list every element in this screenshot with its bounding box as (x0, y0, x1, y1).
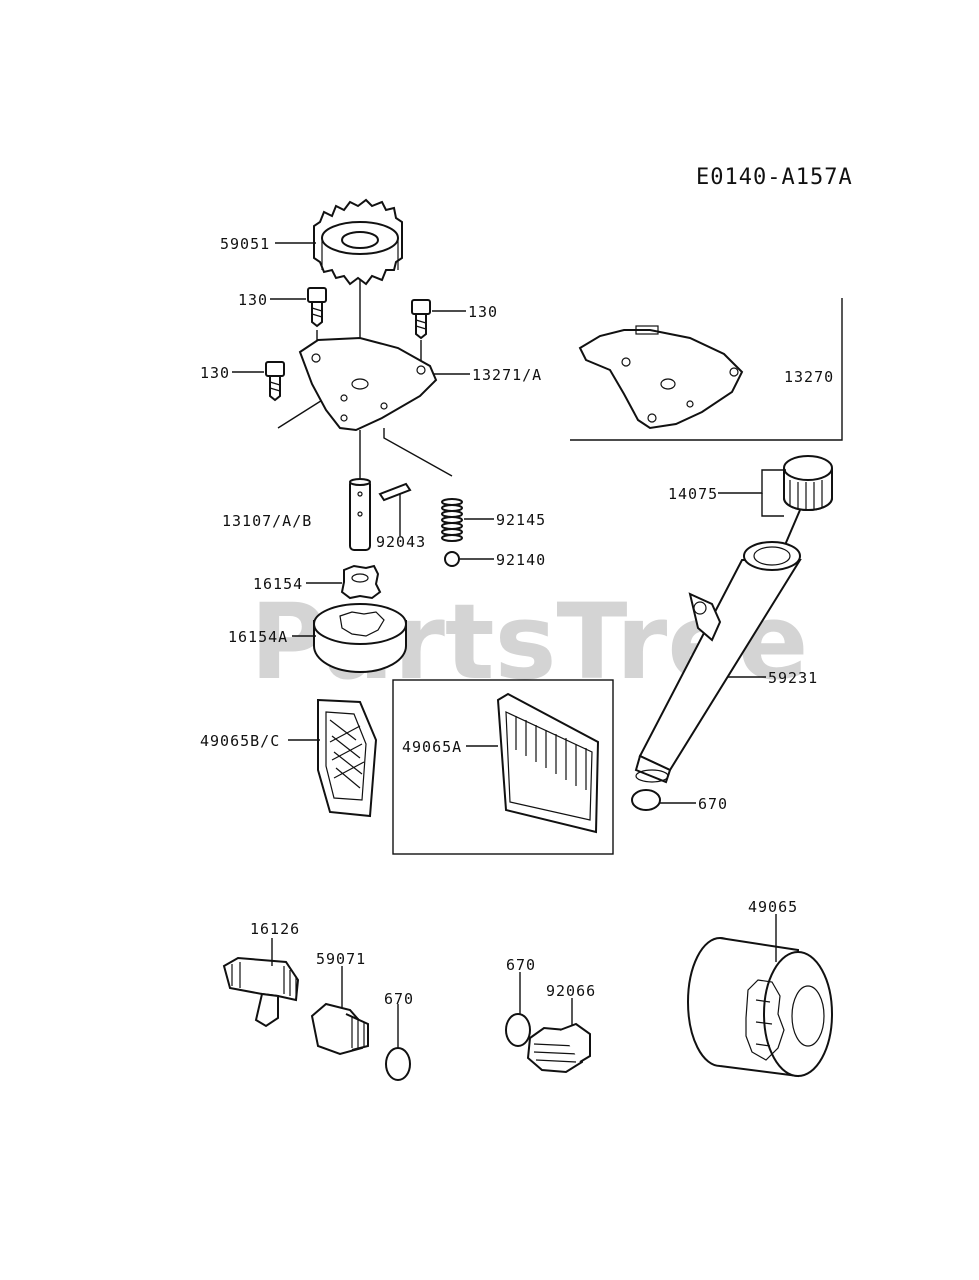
part-670-o-ring-a[interactable] (631, 789, 661, 811)
part-670-o-ring-c[interactable] (505, 1013, 531, 1047)
part-13271A-pump-cover[interactable] (298, 336, 438, 432)
part-92145-spring[interactable] (441, 498, 463, 542)
part-92066-drain-plug[interactable] (526, 1022, 591, 1074)
label-92145: 92145 (496, 511, 546, 529)
diagram-code: E0140-A157A (696, 165, 853, 190)
part-49065-oil-filter[interactable] (687, 937, 833, 1078)
part-670-o-ring-b[interactable] (385, 1047, 411, 1081)
part-59231-filler-tube[interactable] (634, 541, 802, 784)
label-16154A: 16154A (228, 628, 288, 646)
label-130-a: 130 (238, 291, 268, 309)
label-130-b: 130 (468, 303, 498, 321)
part-16154-inner-rotor[interactable] (340, 564, 382, 600)
box-49065A (392, 679, 614, 855)
part-92140-ball[interactable] (444, 551, 460, 567)
part-59071-sensor[interactable] (310, 1002, 369, 1056)
part-49065BC-strainer[interactable] (317, 698, 378, 818)
label-14075: 14075 (668, 485, 718, 503)
part-14075-filler-cap[interactable] (781, 455, 833, 553)
label-49065: 49065 (748, 898, 798, 916)
label-670-a: 670 (698, 795, 728, 813)
label-130-c: 130 (200, 364, 230, 382)
label-92043: 92043 (376, 533, 426, 551)
label-16154: 16154 (253, 575, 303, 593)
label-670-b: 670 (384, 990, 414, 1008)
label-59051: 59051 (220, 235, 270, 253)
part-13270-cover[interactable] (578, 325, 744, 430)
label-92140: 92140 (496, 551, 546, 569)
label-49065BC: 49065B/C (200, 732, 280, 750)
part-92043-pin[interactable] (378, 482, 412, 502)
part-130-bolt-b[interactable] (411, 299, 431, 340)
part-16154A-outer-rotor[interactable] (313, 603, 407, 673)
part-13107-shaft[interactable] (349, 478, 371, 551)
part-49065A-strainer[interactable] (496, 692, 600, 834)
label-49065A: 49065A (402, 738, 462, 756)
label-13270: 13270 (784, 368, 834, 386)
label-13107AB: 13107/A/B (222, 512, 312, 530)
label-59071: 59071 (316, 950, 366, 968)
label-16126: 16126 (250, 920, 300, 938)
part-16126-fitting[interactable] (222, 956, 300, 1028)
label-59231: 59231 (768, 669, 818, 687)
label-92066: 92066 (546, 982, 596, 1000)
label-670-c: 670 (506, 956, 536, 974)
part-59051-gear[interactable] (313, 198, 403, 286)
part-130-bolt-c[interactable] (265, 361, 285, 402)
label-13271A: 13271/A (472, 366, 542, 384)
part-130-bolt-a[interactable] (307, 287, 327, 328)
